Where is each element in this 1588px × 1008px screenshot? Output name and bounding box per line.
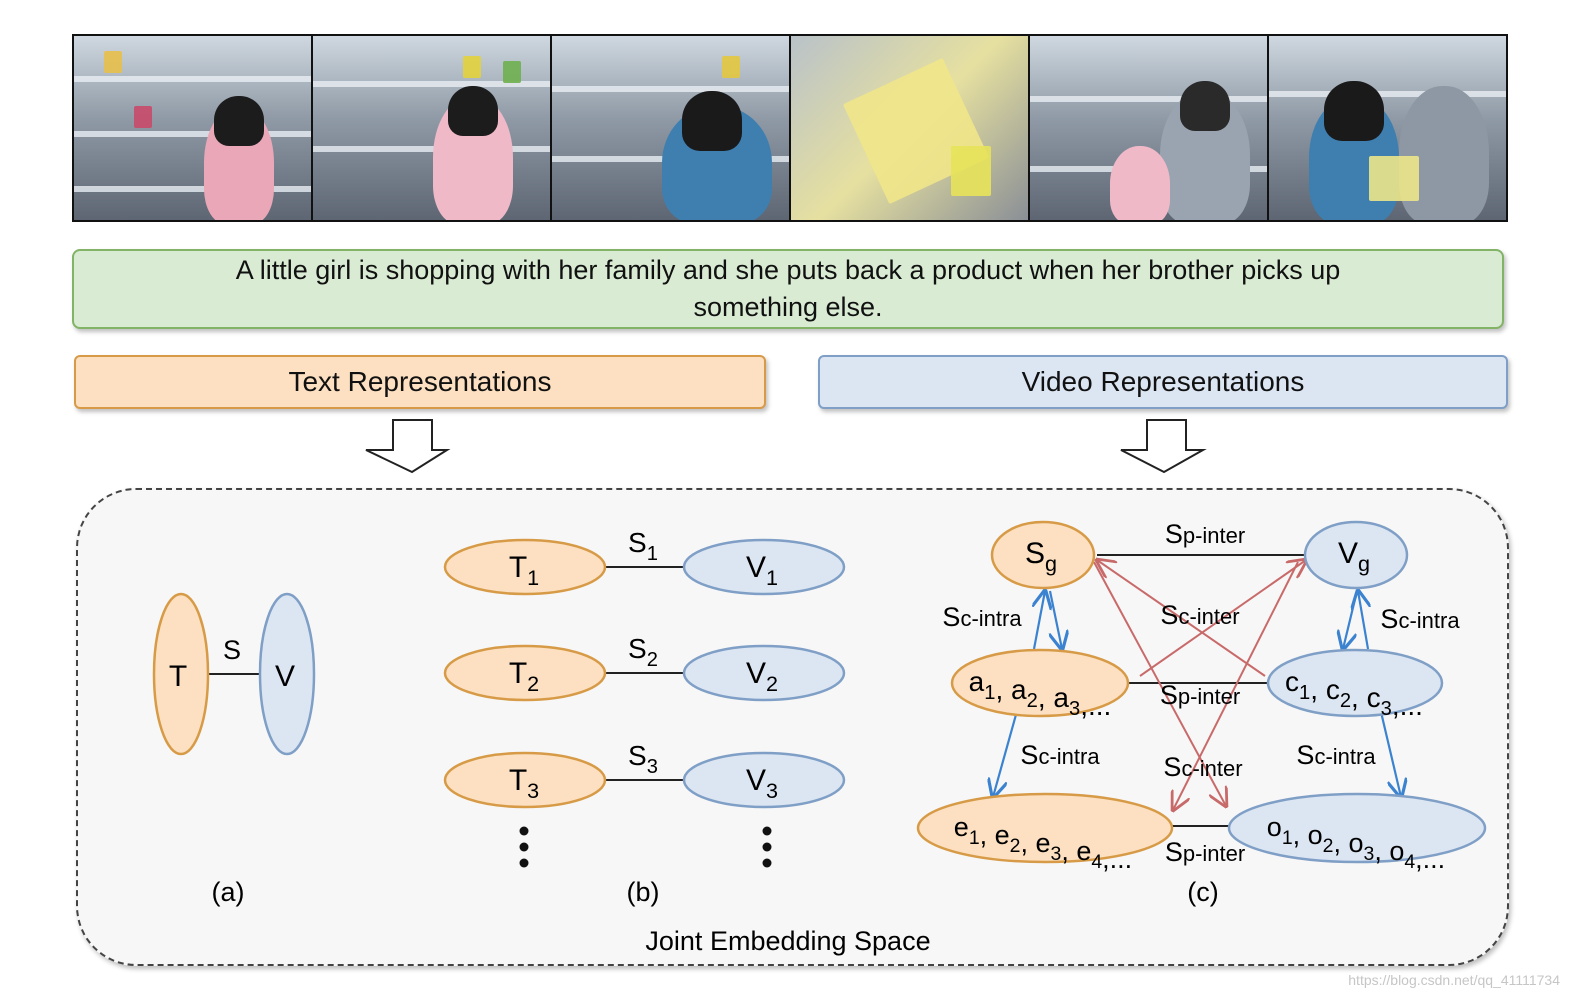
panel-c-c-intra-label: Sc-intra (1020, 740, 1100, 770)
panel-a-similarity-label: S (223, 635, 241, 665)
panel-b-text-node (443, 644, 607, 702)
panel-c-clip-node (1266, 648, 1444, 718)
panel-b-similarity-label: S2 (628, 633, 658, 671)
panel-c-action-label: a1, a2, a3,... (969, 666, 1112, 721)
panel-c-sentence-global-node (990, 520, 1096, 590)
video-frame (791, 36, 1030, 220)
panel-c-object-label: o1, o2, o3, o4,... (1267, 812, 1445, 874)
panel-a-caption: (a) (212, 877, 245, 907)
panel-a-text-label: T (169, 660, 187, 693)
panel-c-edges (993, 554, 1401, 827)
panel-c-p-inter-label: Sp-inter (1165, 519, 1245, 549)
video-representations-box: Video Representations (818, 355, 1508, 409)
panel-a-video-label: V (275, 660, 295, 693)
down-arrow-video-icon (1120, 419, 1207, 474)
panel-c-object-node (1227, 792, 1487, 864)
video-caption: A little girl is shopping with her famil… (72, 249, 1504, 329)
panel-b-video-label: V2 (746, 657, 778, 696)
panel-c-p-inter-label: Sp-inter (1165, 837, 1245, 867)
panel-c-c-intra-label: Sc-intra (1296, 740, 1376, 770)
panel-c-c-inter-label: Sc-inter (1160, 600, 1239, 630)
panel-c-action-node (950, 648, 1130, 718)
panel-b-text-label: T2 (509, 657, 539, 696)
video-frame (74, 36, 313, 220)
panel-c-caption: (c) (1187, 877, 1218, 907)
panel-b-video-label: V1 (746, 551, 778, 590)
panel-b-video-node (682, 538, 846, 596)
video-frame (552, 36, 791, 220)
panel-c-clip-label: c1, c2, c3,... (1285, 666, 1423, 721)
video-frame (1030, 36, 1269, 220)
panel-c-entity-label: e1, e2, e3, e4,... (954, 812, 1132, 874)
panel-b-video-node (682, 644, 846, 702)
panel-b-text-label: T3 (509, 764, 539, 803)
panel-b-similarity-label: S3 (628, 740, 658, 778)
joint-embedding-space-label: Joint Embedding Space (645, 926, 930, 956)
text-representations-box: Text Representations (74, 355, 766, 409)
panel-b-video-label: V3 (746, 764, 778, 803)
panel-c-vg-label: Vg (1338, 537, 1370, 576)
video-frame (313, 36, 552, 220)
panel-c-labels: Sg Vg a1, a2, a3,... c1, c2, c3,... e1, e2, … (942, 519, 1460, 874)
panel-c-c-intra-label: Sc-intra (942, 602, 1022, 632)
panel-a-video-node (258, 592, 316, 756)
video-frame (1269, 36, 1506, 220)
panel-c-p-inter-label: Sp-inter (1160, 680, 1240, 710)
panel-c-sg-label: Sg (1025, 537, 1057, 576)
panel-b-similarity-label: S1 (628, 527, 658, 565)
panel-c-c-intra-label: Sc-intra (1380, 604, 1460, 634)
watermark: https://blog.csdn.net/qq_41111734 (1348, 972, 1560, 988)
panel-b-ellipsis-dots (519, 826, 772, 868)
panel-b-text-node (443, 751, 607, 809)
panel-c-entity-node (916, 792, 1174, 864)
panel-b-text-node (443, 538, 607, 596)
panel-b-caption: (b) (627, 877, 660, 907)
panel-b-text-label: T1 (509, 551, 539, 590)
panel-c-video-global-node (1303, 520, 1409, 590)
panel-a-text-node (152, 592, 210, 756)
panel-c-c-inter-label: Sc-inter (1163, 752, 1242, 782)
down-arrow-text-icon (365, 419, 451, 474)
panel-b-video-node (682, 751, 846, 809)
video-frames-strip (72, 34, 1508, 222)
